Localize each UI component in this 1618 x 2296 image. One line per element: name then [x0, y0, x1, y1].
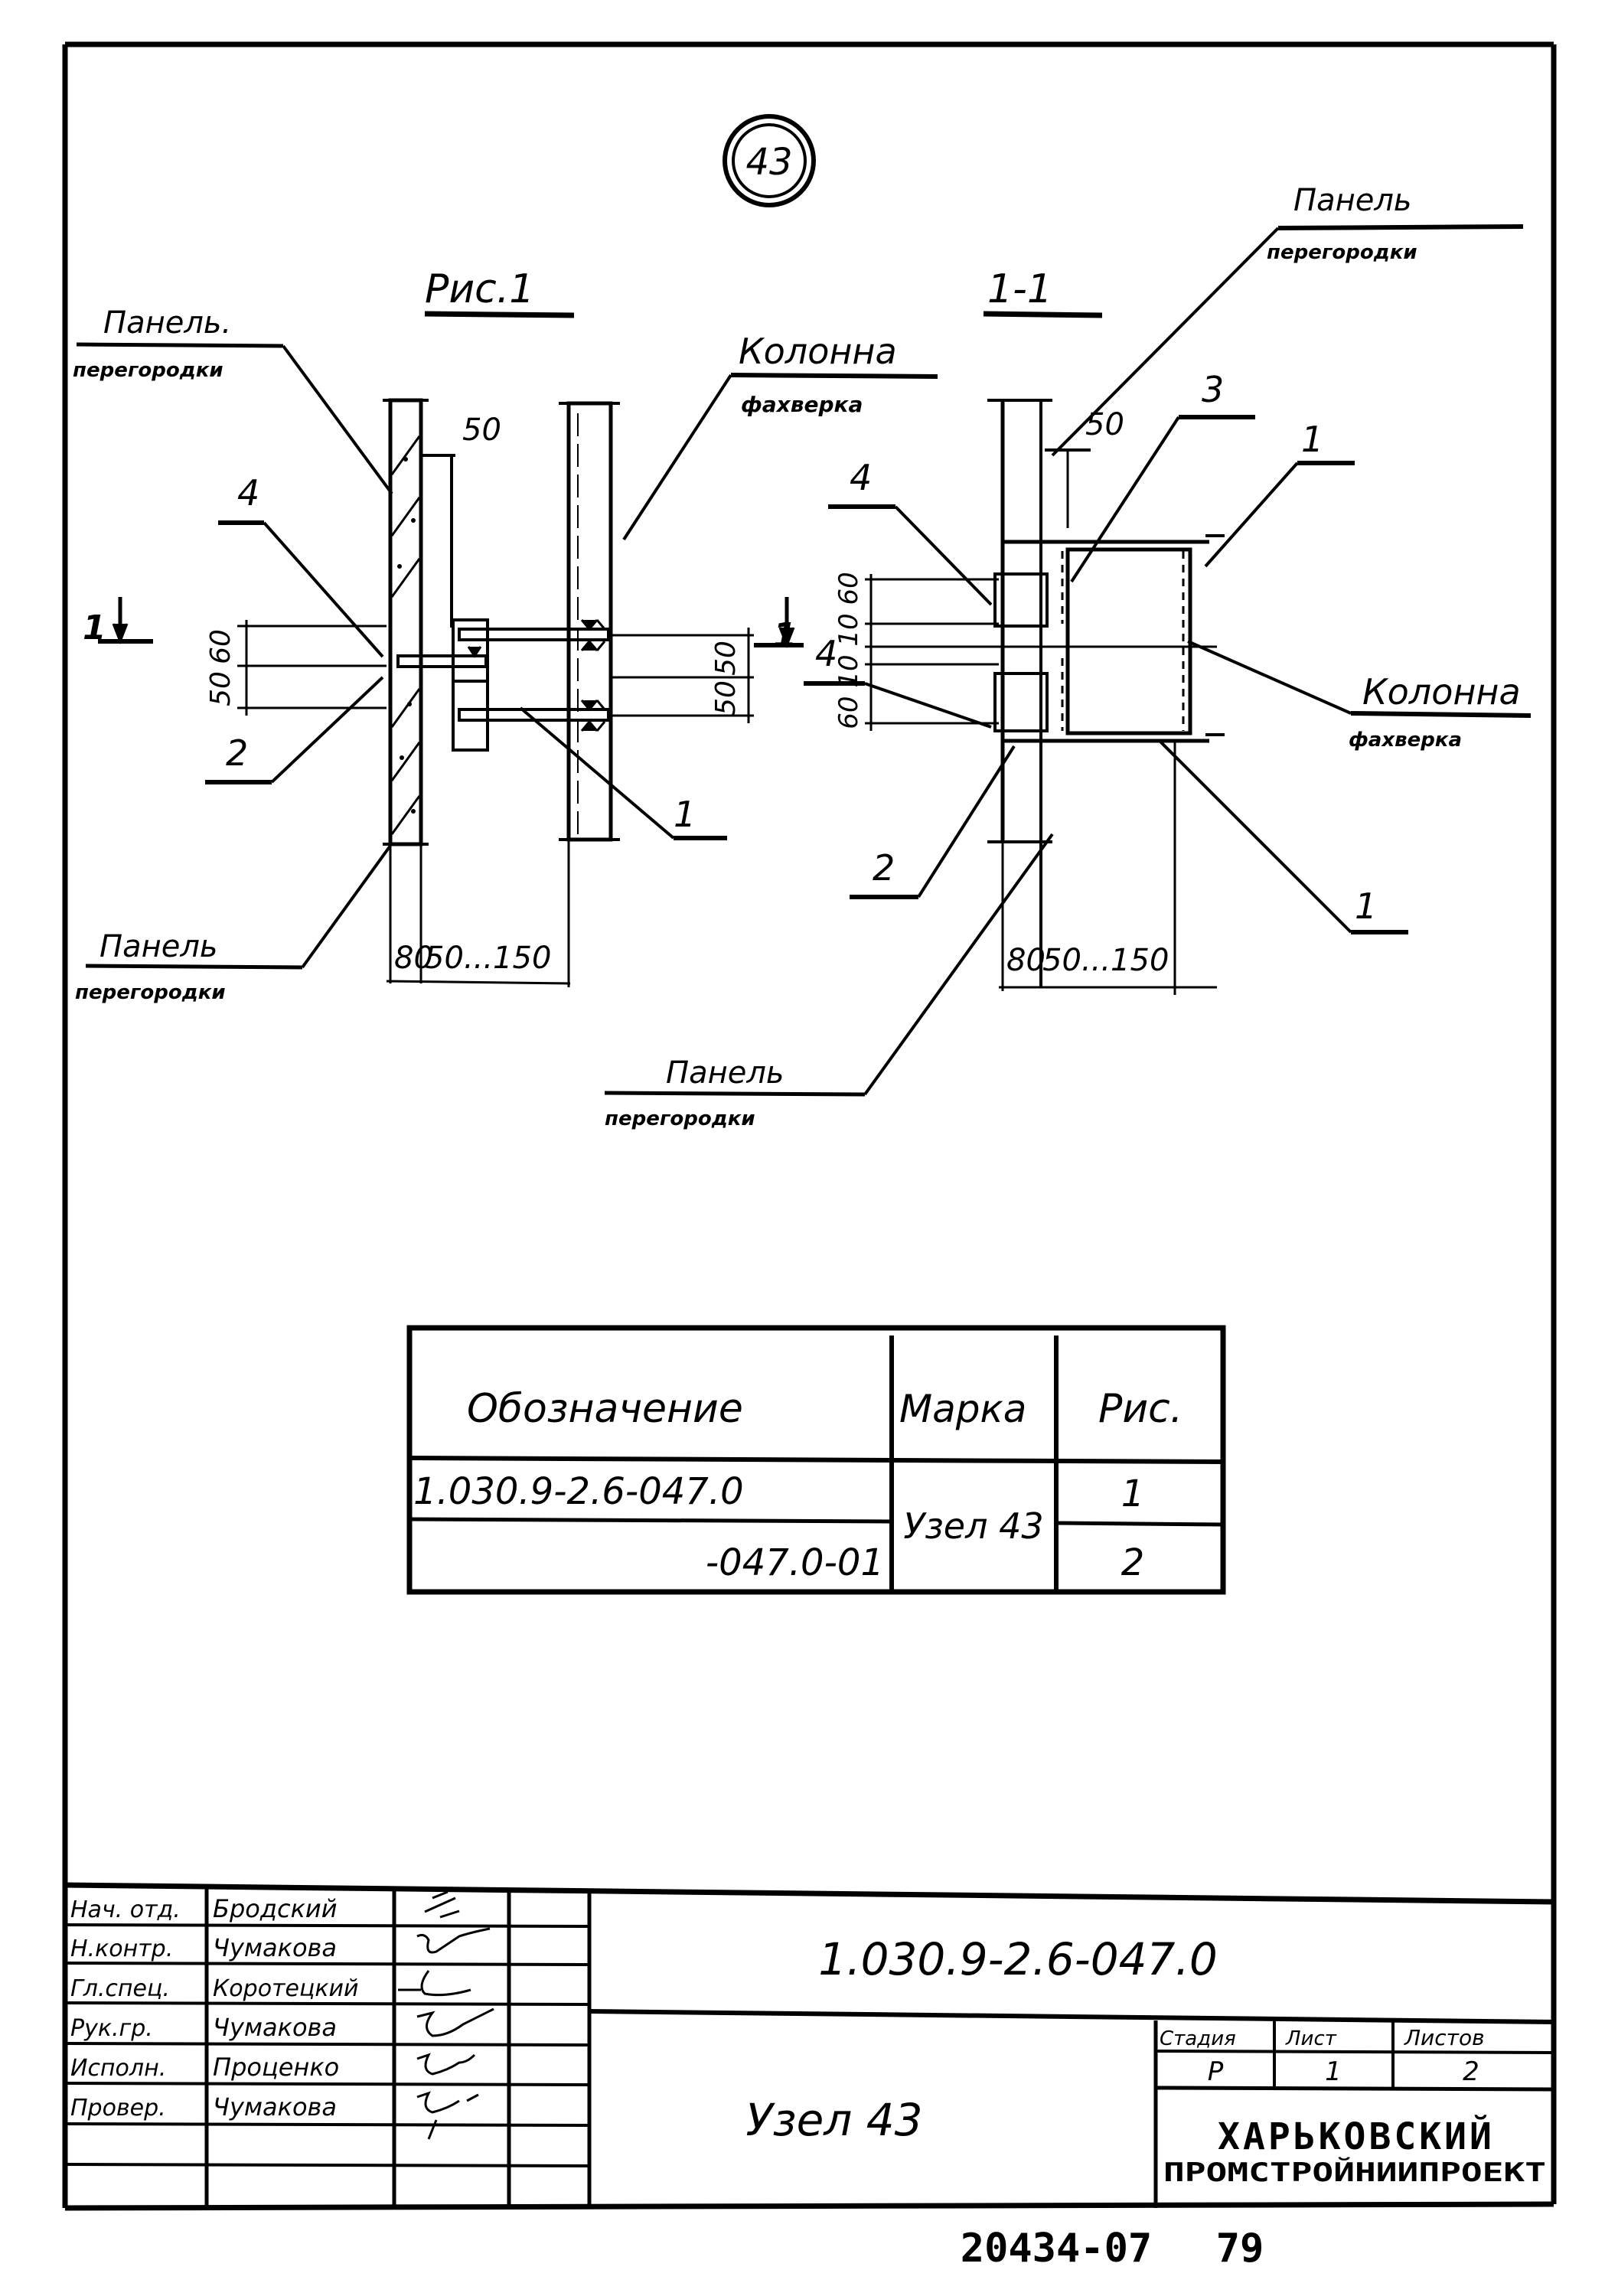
sig-name: Бродский [213, 1894, 337, 1923]
spec-header-designation: Обозначение [467, 1386, 743, 1432]
fig2-dim-bottom-80: 80 [1006, 943, 1046, 978]
fig2-dim-top: 50 [1085, 407, 1124, 442]
figure-1: Рис.1 Панель. перегородки Колонна фахвер… [73, 266, 938, 1004]
stage-label: Стадия [1160, 2027, 1236, 2050]
sig-role: Гл.спец. [70, 1975, 170, 2002]
fig1-panel-bottom-label: Панель [99, 929, 218, 964]
fig2-dim-left: 60 10 10 60 [833, 572, 864, 729]
sig-name: Чумакова [213, 2092, 337, 2122]
fig2-title: 1-1 [987, 266, 1052, 312]
specification-table: Обозначение Марка Рис. 1.030.9-2.6-047.0… [406, 1325, 1226, 1595]
sheet-title: Узел 43 [745, 2094, 922, 2146]
fig2-callout-2: 2 [873, 847, 895, 889]
fig2-panel-bottom-label: Панель [666, 1055, 785, 1091]
fig2-panel-top-label: Панель [1293, 183, 1412, 218]
fig1-callout-2: 2 [226, 732, 248, 774]
sig-role: Нач. отд. [70, 1896, 181, 1923]
document-code: 1.030.9-2.6-047.0 [818, 1933, 1218, 1985]
fig1-dim-bottom-range: 50...150 [425, 941, 551, 976]
sheets-value: 2 [1463, 2056, 1479, 2087]
sig-name: Чумакова [213, 2013, 337, 2042]
fig1-title: Рис.1 [425, 266, 534, 312]
signature-row: Н.контр. Чумакова [70, 1927, 491, 1962]
weld-marks [467, 619, 606, 732]
spec-header-fig: Рис. [1098, 1386, 1183, 1432]
fig2-column-sublabel: фахверка [1349, 729, 1462, 752]
fig1-callout-1: 1 [674, 794, 696, 835]
fig2-panel-bottom-sublabel: перегородки [605, 1107, 755, 1130]
fig2-callout-1-top: 1 [1301, 419, 1323, 460]
organization-line1: ХАРЬКОВСКИЙ [1218, 2115, 1495, 2158]
fig1-dim-top: 50 [462, 413, 501, 448]
fig2-callout-1-bottom: 1 [1355, 885, 1377, 927]
fig2-callout-4-bottom: 4 [815, 633, 837, 674]
title-block [64, 1882, 1554, 2208]
sheet-value: 1 [1325, 2056, 1342, 2087]
spec-row2-fig: 2 [1121, 1541, 1145, 1584]
fig1-dim-right-upper: 50 [710, 641, 742, 676]
fig1-column-label: Колонна [739, 331, 897, 372]
fig1-dim-left-upper: 60 [205, 629, 237, 664]
fig1-panel-top-label: Панель. [103, 305, 231, 341]
stage-value: Р [1208, 2056, 1224, 2087]
fig2-column-label: Колонна [1362, 671, 1521, 713]
node-number-badge: 43 [723, 114, 816, 207]
fig2-panel-top-sublabel: перегородки [1267, 241, 1417, 264]
sheets-label: Листов [1404, 2025, 1485, 2050]
spec-header-mark: Марка [899, 1387, 1026, 1431]
sheet-frame [62, 41, 1557, 2211]
fig1-column-sublabel: фахверка [741, 392, 863, 417]
fig1-dim-bottom-80: 80 [394, 941, 433, 976]
signature-row: Рук.гр. Чумакова [70, 2007, 494, 2042]
signature-row: Гл.спец. Коротецкий [70, 1970, 471, 2002]
spec-row2-designation: -047.0-01 [706, 1541, 884, 1584]
signature-row: Нач. отд. Бродский [70, 1890, 460, 1923]
signature-row: Провер. Чумакова [70, 2091, 479, 2140]
fig2-callout-3: 3 [1202, 369, 1224, 410]
fig2-dim-bottom-range: 50...150 [1042, 943, 1169, 978]
organization-line2: ПРОМСТРОЙНИИПРОЕКТ [1163, 2157, 1546, 2188]
sig-name: Чумакова [213, 1933, 337, 1962]
spec-row1-designation: 1.030.9-2.6-047.0 [413, 1470, 744, 1513]
node-number: 43 [745, 141, 792, 184]
sheet-label: Лист [1285, 2027, 1337, 2050]
spec-mark-merged: Узел 43 [903, 1505, 1043, 1547]
sig-name: Проценко [213, 2053, 339, 2082]
fig2-callout-4-top: 4 [850, 457, 872, 498]
sig-role: Исполн. [70, 2055, 166, 2082]
panel-hatching [390, 435, 421, 835]
figure-2-section: 1-1 Панель перегородки 50 [604, 183, 1532, 1130]
sig-role: Провер. [70, 2095, 166, 2122]
page-number: 79 [1216, 2226, 1264, 2272]
signature-row: Исполн. Проценко [70, 2053, 476, 2082]
weld-dashes [1061, 551, 1185, 731]
sig-name: Коротецкий [213, 1975, 359, 2002]
signature-rows: Нач. отд. Бродский Н.контр. Чумакова Гл.… [70, 1890, 494, 2140]
sig-role: Н.контр. [70, 1936, 173, 1962]
fig1-callout-4: 4 [237, 472, 259, 514]
spec-row1-fig: 1 [1121, 1473, 1145, 1515]
archive-number: 20434-07 [961, 2226, 1152, 2272]
fig1-dim-right-lower: 50 [710, 680, 742, 716]
fig1-dim-left-lower: 50 [205, 671, 237, 706]
fig1-panel-top-sublabel: перегородки [73, 359, 223, 382]
sig-role: Рук.гр. [70, 2015, 153, 2042]
fig1-panel-bottom-sublabel: перегородки [75, 981, 226, 1004]
